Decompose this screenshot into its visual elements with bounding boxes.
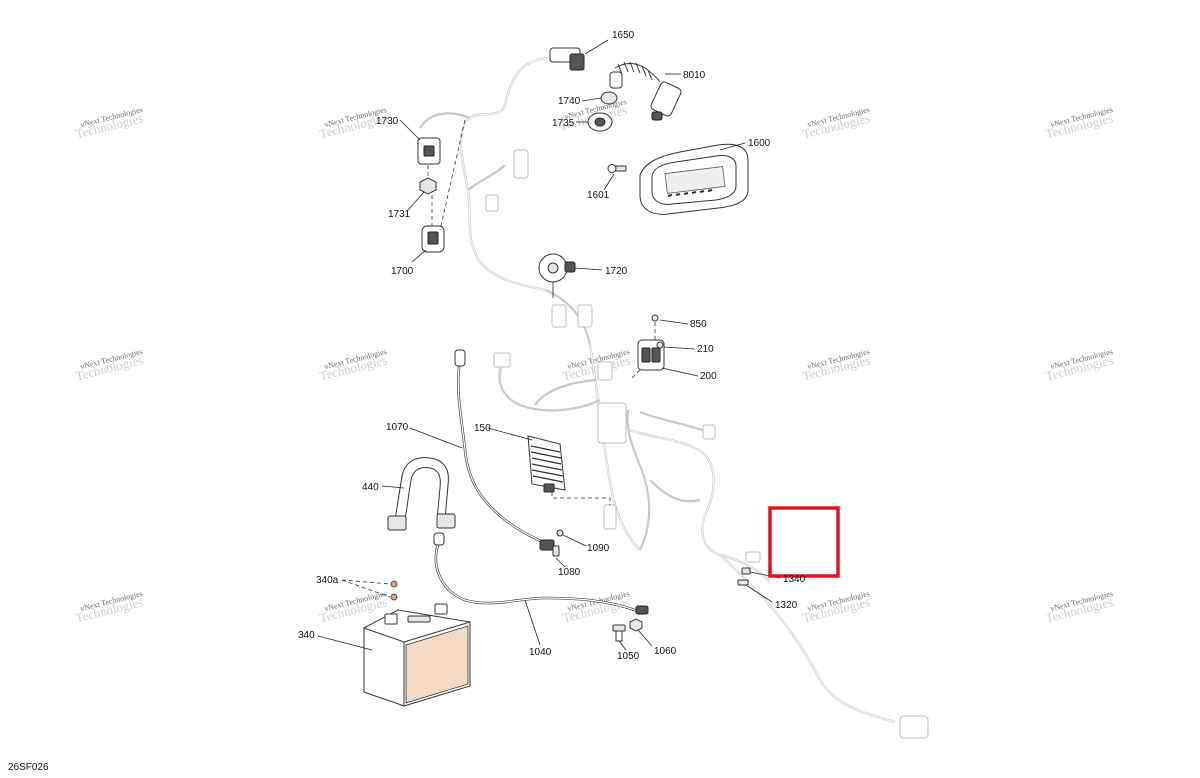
callout-340a: 340a	[316, 575, 339, 586]
part-1090-nut	[556, 529, 587, 547]
callout-1080: 1080	[558, 567, 581, 578]
callout-1720: 1720	[605, 266, 628, 277]
part-8010-coiled-cable	[609, 61, 682, 121]
callout-1600: 1600	[748, 138, 771, 149]
callout-1050: 1050	[617, 651, 640, 662]
part-340-battery	[317, 603, 471, 707]
part-1080-bolt	[552, 545, 566, 568]
watermark: Technologies vNext Technologies	[74, 589, 145, 626]
callout-150: 150	[474, 423, 491, 434]
part-1720-sensor	[538, 253, 603, 298]
callout-850: 850	[690, 319, 707, 330]
part-1070-cable	[409, 349, 555, 551]
part-1060-nut	[629, 618, 653, 647]
part-440-strap	[381, 457, 456, 531]
callout-1740: 1740	[558, 96, 581, 107]
callout-440: 440	[362, 482, 379, 493]
part-200-solenoid	[629, 339, 699, 381]
part-1650-connector	[549, 39, 609, 71]
watermark: Technologies vNext Technologies	[318, 347, 389, 384]
callout-labels: 1650 8010 1740 1735 1730 1600 1601 1731 …	[298, 30, 806, 662]
callout-1731: 1731	[388, 209, 411, 220]
watermark: Technologies vNext Technologies	[561, 347, 632, 384]
callout-8010: 8010	[683, 70, 706, 81]
watermark: Technologies vNext Technologies	[74, 105, 145, 142]
part-1601-screw	[603, 164, 627, 191]
part-1735-sensor	[576, 112, 613, 132]
part-150-regulator	[487, 427, 611, 505]
callout-1735: 1735	[552, 118, 575, 129]
callout-210: 210	[697, 344, 714, 355]
part-1740-clip	[581, 91, 618, 105]
harness-connectors	[485, 149, 929, 739]
watermark: Technologies vNext Technologies	[801, 105, 872, 142]
wiring-harness	[419, 56, 896, 724]
watermark: Technologies vNext Technologies	[1044, 589, 1115, 626]
callout-1320: 1320	[775, 600, 798, 611]
watermark: Technologies vNext Technologies	[74, 347, 145, 384]
watermark: Technologies vNext Technologies	[801, 589, 872, 626]
part-340a-bolts	[341, 579, 398, 601]
part-1730-relay	[399, 119, 441, 165]
part-1600-display	[639, 142, 749, 215]
callout-340: 340	[298, 630, 315, 641]
callout-1070: 1070	[386, 422, 409, 433]
callout-1340: 1340	[783, 574, 806, 585]
callout-1060: 1060	[654, 646, 677, 657]
part-1731-nut	[407, 165, 437, 211]
callout-1730: 1730	[376, 116, 399, 127]
callout-1601: 1601	[587, 190, 610, 201]
watermark: Technologies vNext Technologies	[1044, 105, 1115, 142]
part-1320-screw	[737, 579, 773, 603]
part-1040-cable	[433, 532, 649, 646]
part-1050-bolt	[612, 624, 627, 651]
watermark: Technologies vNext Technologies	[801, 347, 872, 384]
highlight-box	[768, 506, 840, 578]
callout-1700: 1700	[391, 266, 414, 277]
callout-1040: 1040	[529, 647, 552, 658]
callout-1650: 1650	[612, 30, 635, 41]
callout-1090: 1090	[587, 543, 610, 554]
part-850-bolt	[651, 314, 689, 340]
part-1700-connector	[411, 119, 466, 263]
watermark: Technologies vNext Technologies	[1044, 347, 1115, 384]
diagram-code: 26SF026	[8, 762, 49, 773]
callout-200: 200	[700, 371, 717, 382]
